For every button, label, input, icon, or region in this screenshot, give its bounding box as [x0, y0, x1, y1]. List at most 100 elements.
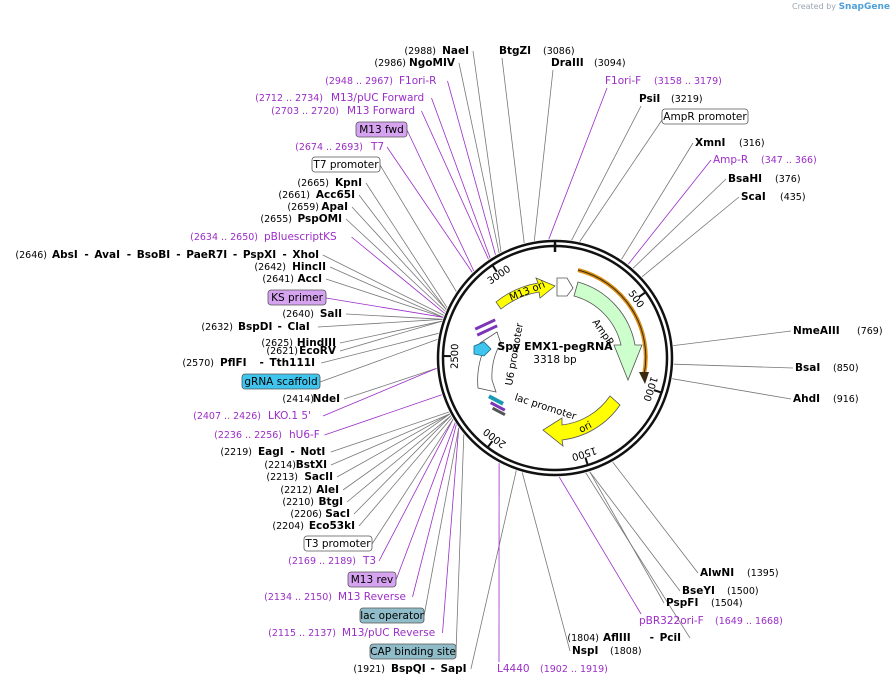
primer-position: (2712 .. 2734)	[255, 93, 323, 104]
enzyme-site-leader	[325, 278, 444, 318]
site-position: (2641)	[262, 274, 294, 285]
plasmid-length: 3318 bp	[533, 354, 577, 366]
enzyme-site-label: BsoBI	[137, 249, 170, 261]
primer-position: (2134 .. 2150)	[264, 592, 332, 603]
cap-site-box	[369, 643, 457, 660]
enzyme-site-leader	[339, 320, 442, 352]
m13-ori-arrow	[495, 277, 556, 310]
m13_fwd-leader	[406, 129, 475, 272]
site-position: (2210)	[282, 497, 314, 508]
enzyme-site-label: SacII	[304, 471, 333, 483]
tick-mark	[653, 389, 662, 394]
enzyme-site-leader	[641, 196, 740, 278]
pbr322-ori-f-leader	[558, 476, 642, 615]
draiii-leader	[533, 69, 554, 241]
enzyme-site-label: AlwNI	[700, 567, 734, 579]
separator: -	[431, 663, 435, 675]
tick-label: 2500	[450, 343, 461, 369]
enzyme-site-leader	[345, 313, 443, 320]
enzyme-site-label: EagI	[258, 446, 284, 458]
enzyme-site-leader	[612, 461, 699, 574]
primer-leader	[431, 97, 491, 259]
enzyme-site-label: PspOMI	[297, 213, 342, 225]
site-position: (2570)	[182, 358, 214, 369]
enzyme-site-label: BspQI	[391, 663, 426, 675]
grna-scaffold-label: gRNA scaffold	[244, 376, 317, 388]
enzyme-site-leader	[353, 415, 452, 515]
site-position: (2988)	[404, 46, 436, 57]
enzyme-site-leader	[346, 415, 452, 503]
site-position: (2661)	[278, 190, 310, 201]
grna-scaffold-box	[241, 373, 321, 390]
primer-label: M13/pUC Forward	[331, 92, 424, 104]
enzyme-site-leader	[585, 472, 691, 639]
site-position: (2632)	[201, 322, 233, 333]
site-position: (1504)	[711, 598, 743, 609]
enzyme-site-leader	[673, 330, 792, 346]
tick-label: 1500	[570, 444, 598, 462]
enzyme-site-label: PciI	[660, 632, 681, 644]
primer-leader	[378, 419, 454, 562]
enzyme-site-label: PflFI	[220, 357, 247, 369]
primer-label: F1ori-F	[605, 75, 641, 87]
enzyme-site-label: NmeAIII	[793, 325, 840, 337]
lac_operator-leader	[423, 427, 460, 617]
ampr-arrow	[573, 281, 643, 382]
m13-fwd-box	[355, 121, 408, 138]
separator: -	[176, 249, 180, 261]
enzyme-site-leader	[672, 378, 792, 400]
enzyme-site-label: XmnI	[695, 137, 725, 149]
primer-label: LKO.1 5'	[268, 410, 311, 422]
site-position: (3219)	[671, 94, 703, 105]
enzyme-site-leader	[358, 194, 447, 310]
primer-position: (2674 .. 2693)	[295, 142, 363, 153]
site-position: (1500)	[727, 586, 759, 597]
enzyme-site-leader	[589, 471, 681, 592]
m13-ori-label: M13 ori	[508, 280, 547, 304]
primer-position: (2948 .. 2967)	[325, 76, 393, 87]
site-position: (2206)	[290, 509, 322, 520]
enzyme-site-leader	[345, 218, 446, 312]
enzyme-site-label: NgoMIV	[409, 57, 456, 69]
t7-promoter-label: T7 promoter	[312, 159, 379, 171]
psii-leader	[571, 105, 642, 241]
enzyme-site-label: SacI	[325, 508, 350, 520]
m13-rev-label: M13 rev	[351, 574, 394, 586]
primer-position: (3158 .. 3179)	[654, 76, 722, 87]
lac-operator-label: lac operator	[360, 610, 424, 622]
m13_rev-leader	[395, 422, 456, 581]
enzyme-site-label: EcoRV	[299, 345, 337, 357]
site-position: (769)	[857, 326, 883, 337]
mcs-mark-2	[476, 324, 498, 337]
primer-position: (2407 .. 2426)	[193, 411, 261, 422]
enzyme-site-leader	[339, 320, 442, 344]
primer-label: T7	[370, 141, 384, 153]
u6-promoter-label: U6 promoter	[504, 321, 526, 386]
t3-promoter-box	[303, 535, 373, 552]
enzyme-site-label: Tth111I	[270, 357, 315, 369]
primer-leader	[421, 110, 489, 260]
leader-lines	[317, 50, 794, 670]
primer-position: (2169 .. 2189)	[288, 556, 356, 567]
site-position: (1921)	[353, 664, 385, 675]
enzyme-site-label: NdeI	[313, 393, 340, 405]
site-position: (2214)	[264, 460, 296, 471]
site-position: (2219)	[220, 447, 252, 458]
site-position: (435)	[780, 192, 806, 203]
enzyme-site-leader	[321, 332, 439, 364]
primer-leader	[386, 146, 473, 273]
enzyme-site-label: AvaI	[94, 249, 120, 261]
separator: -	[278, 321, 282, 333]
primer-mark-1	[489, 401, 506, 412]
enzyme-site-label: HindIII	[297, 337, 336, 349]
primer-position: (2634 .. 2650)	[190, 232, 258, 243]
primer-position: (347 .. 366)	[761, 155, 817, 166]
grna-scaffold-arrow	[473, 341, 492, 357]
ks_primer-leader	[325, 297, 444, 318]
enzyme-site-label: AccI	[298, 273, 322, 285]
site-position: (2625)	[261, 338, 293, 349]
ampr-orf-arc-inner	[577, 269, 647, 376]
enzyme-site-leader	[317, 318, 443, 328]
primer-label: T3	[362, 555, 376, 567]
